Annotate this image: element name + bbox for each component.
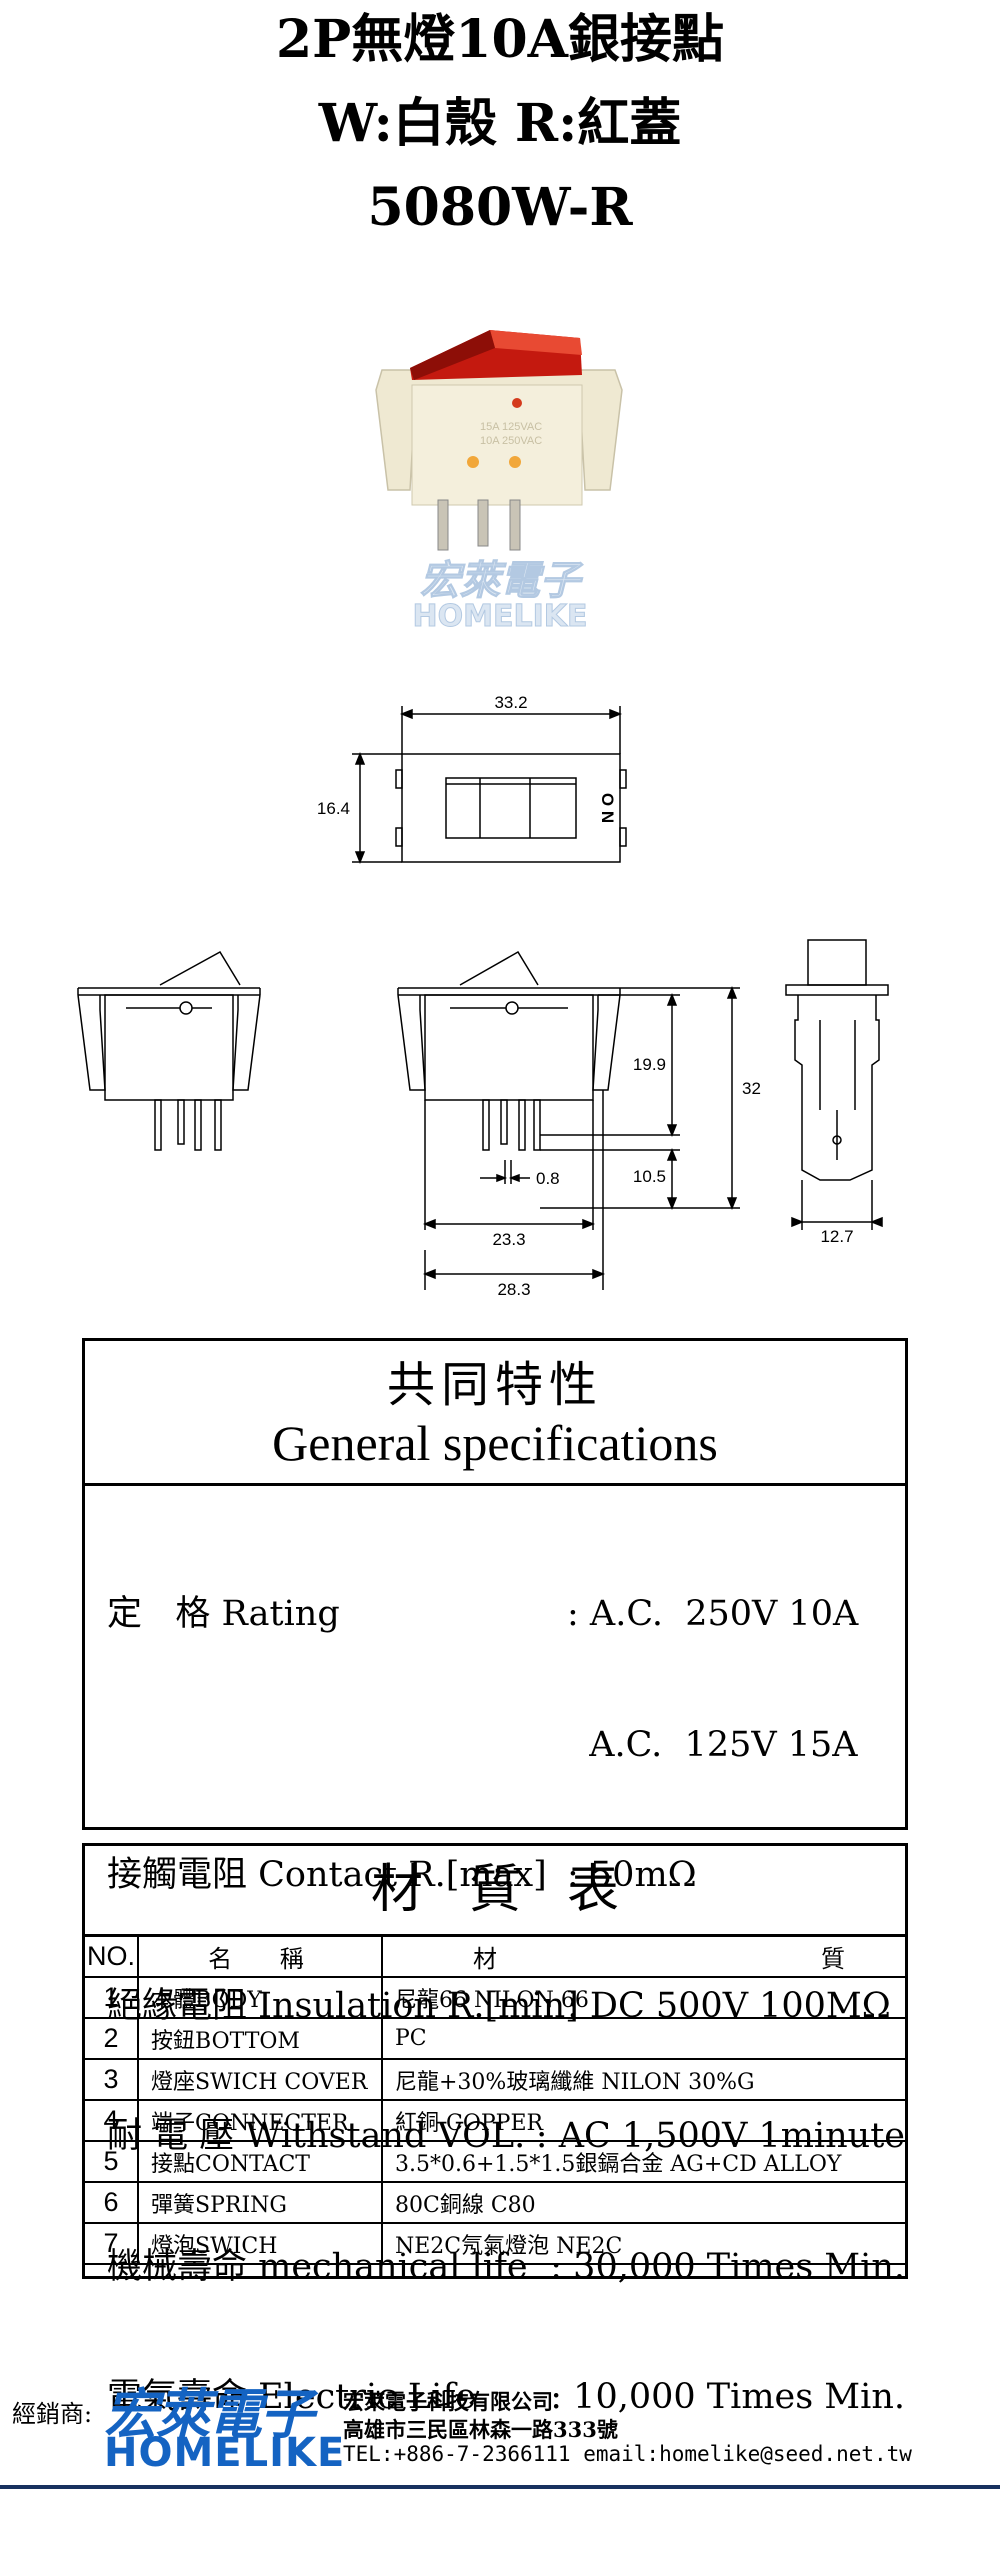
row-no: 6 [85,2181,139,2224]
row-material: 尼龍+30%玻璃纖維 NILON 30%G [381,2058,905,2101]
spec-heading: 共同特性 General specifications [85,1341,905,1486]
header-material-left: 材 [473,1945,497,1973]
row-no: 5 [85,2140,139,2183]
watermark-en: HOMELIKE [413,599,588,630]
row-material: 尼龍66 NILON 66 [381,1976,905,2019]
dim-side-depth: 12.7 [820,1227,853,1246]
title-line-2: W:白殼 R:紅蓋 [318,93,682,154]
svg-text:15A 125VAC: 15A 125VAC [480,421,542,433]
switch-marking: O N [598,793,617,823]
spec-title-zh: 共同特性 [386,1357,603,1413]
row-material: NE2C氖氣燈泡 NE2C [381,2222,905,2265]
spec-row: 電氣壽命 Electric Life : 10,000 Times Min. [107,2376,905,2420]
title-line-1: 2P無燈10A銀接點 [276,9,724,70]
footer: 經銷商: 宏萊電子 HOMELIKE 宏萊電子科技有限公司 高雄市三民區林森一路… [0,2370,1000,2480]
company-logo-zh: 宏萊電子 [104,2383,314,2446]
row-no: 1 [85,1976,139,2019]
side-view: 12.7 [785,939,889,1246]
header-name: 名 稱 [137,1937,383,1978]
spec-label: 接觸電阻 Contact R.[max] [107,1855,547,1895]
company-name: 宏萊電子科技有限公司 [343,2389,553,2414]
row-material: 紅銅 COPPER [381,2099,905,2142]
dim-height-upper: 19.9 [633,1055,666,1074]
row-no: 2 [85,2017,139,2060]
watermark-zh: 宏萊電子 [420,558,584,604]
row-name: 按鈕BOTTOM [137,2017,383,2060]
spec-value: : 10,000 Times Min. [550,2377,905,2417]
row-name: 彈簧SPRING [137,2181,383,2224]
dimension-drawing: 33.2 16.4 O N [77,693,889,1299]
title-line-3: 5080W-R [367,177,633,238]
spec-label: 電氣壽命 Electric Life [107,2377,477,2417]
row-name: 接點CONTACT [137,2140,383,2183]
footer-divider [0,2485,1000,2489]
dim-height-total: 32 [742,1079,761,1098]
materials-title: 材質表 [85,1846,905,1937]
spec-value: A.C. 125V 15A [567,1724,858,1765]
spec-title-en: General specifications [272,1415,718,1471]
row-no: 3 [85,2058,139,2101]
spec-row: A.C. 125V 15A [107,1724,905,1768]
svg-text:10A 250VAC: 10A 250VAC [480,435,542,447]
spec-value: : 50mΩ [567,1855,697,1895]
row-name: 本體BODY [137,1976,383,2019]
spec-row: 定 格 Rating : A.C. 250V 10A [107,1593,905,1637]
front-view-center: 19.9 10.5 32 0.8 23.3 28.3 [397,950,761,1299]
row-material: 80C銅線 C80 [381,2181,905,2224]
dim-flange-width: 28.3 [497,1280,530,1299]
spec-label: 定 格 Rating [107,1594,340,1634]
general-specifications: 共同特性 General specifications 定 格 Rating : … [82,1338,908,2417]
row-no: 7 [85,2222,139,2265]
header-no: NO. [85,1937,139,1978]
company-contact: TEL:+886-7-2366111 email:homelike@seed.n… [343,2442,912,2466]
dim-top-height: 16.4 [317,799,350,818]
dim-height-lower: 10.5 [633,1167,666,1186]
company-address: 高雄市三民區林森一路333號 [343,2417,618,2442]
row-name: 燈座SWICH COVER [137,2058,383,2101]
row-name: 端子CONNECTER [137,2099,383,2142]
company-logo-en: HOMELIKE [104,2430,346,2476]
header-material: 材 質 [381,1937,905,1978]
front-view-left [77,950,261,1151]
spec-value: : A.C. 250V 10A [567,1594,859,1634]
spec-label [107,1724,567,1768]
row-material: 3.5*0.6+1.5*1.5銀鎘合金 AG+CD ALLOY [381,2140,905,2183]
table-header-row: NO. 名 稱 材 質 [85,1937,905,1978]
spec-row: 接觸電阻 Contact R.[max] : 50mΩ [107,1854,905,1898]
product-photo: 15A 125VAC 10A 250VAC 宏萊電子 HOMELIKE [375,330,623,630]
dim-body-width: 23.3 [492,1230,525,1249]
dim-pin-width: 0.8 [536,1169,560,1188]
distributor-label: 經銷商: [12,2400,93,2428]
row-no: 4 [85,2099,139,2142]
top-view: 33.2 16.4 O N [317,693,627,865]
dim-top-width: 33.2 [494,693,527,712]
row-name: 燈泡SWICH [137,2222,383,2265]
row-material: PC [381,2017,905,2060]
header-material-right: 質 [821,1945,845,1973]
